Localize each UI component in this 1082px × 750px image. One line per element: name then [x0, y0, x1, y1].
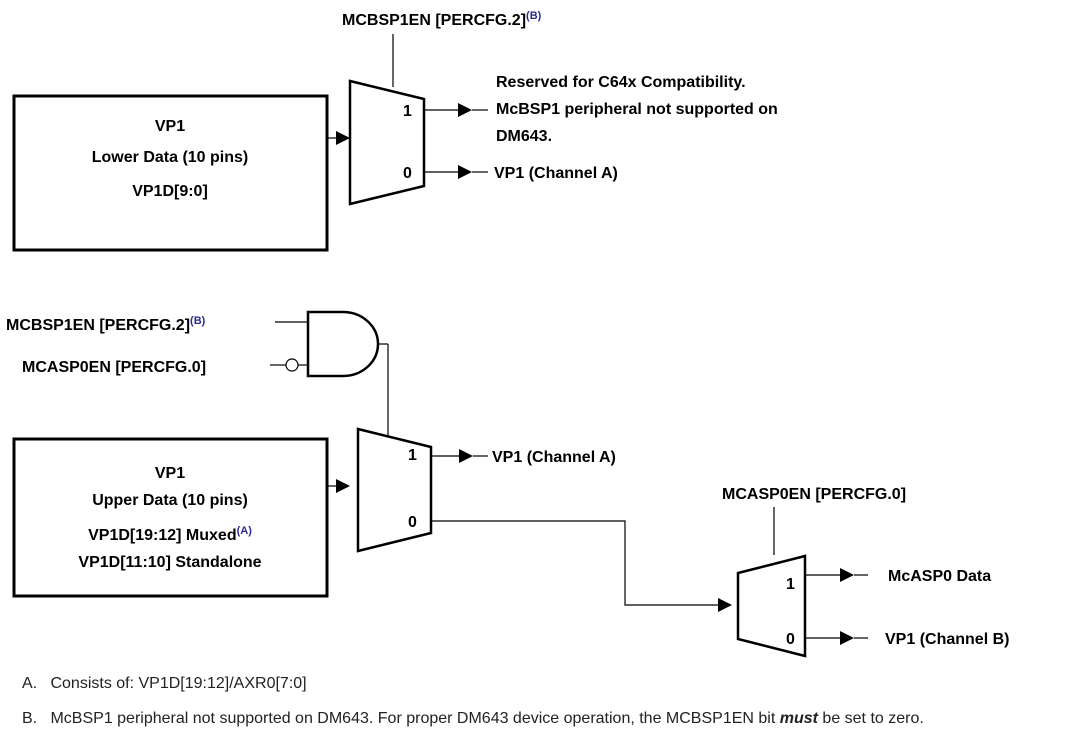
mux2-in1-label: 1: [408, 447, 417, 464]
vp1-lower-data-block: [12, 94, 329, 252]
box2-title: VP1: [155, 465, 185, 482]
out1-channel-a: VP1 (Channel A): [494, 165, 618, 182]
note-b-text-pre: McBSP1 peripheral not supported on DM643…: [50, 710, 780, 727]
out2-channel-a: VP1 (Channel A): [492, 449, 616, 466]
mux1: [348, 79, 426, 206]
box1-line1: Lower Data (10 pins): [92, 149, 248, 166]
out1-reserved-line1: Reserved for C64x Compatibility.: [496, 74, 746, 91]
vp1-upper-data-block: [12, 437, 329, 598]
mux1-in0-label: 0: [403, 165, 412, 182]
out3-mcasp0-data: McASP0 Data: [888, 568, 991, 585]
out1-reserved-line3: DM643.: [496, 128, 552, 145]
mux1-in1-label: 1: [403, 103, 412, 120]
note-a-marker: A.: [22, 675, 38, 692]
mux1-out1-arrow: [458, 103, 472, 117]
box2-line1: Upper Data (10 pins): [92, 492, 248, 509]
box1-to-mux1-arrow: [336, 131, 350, 145]
gate-input-b-label: MCASP0EN [PERCFG.0]: [22, 359, 206, 376]
box1-title: VP1: [155, 118, 185, 135]
mux2-to-mux3-wire: [431, 520, 718, 606]
mux3-out0-arrow: [840, 631, 854, 645]
mux3-in0-label: 0: [786, 631, 795, 648]
mux2-to-mux3-arrow: [718, 598, 732, 612]
box2-line3: VP1D[11:10] Standalone: [78, 554, 261, 571]
box1-line2: VP1D[9:0]: [132, 183, 208, 200]
mux2-out1-arrow: [459, 449, 473, 463]
mux2-in0-label: 0: [408, 514, 417, 531]
out3-channel-b: VP1 (Channel B): [885, 631, 1009, 648]
out1-reserved-line2: McBSP1 peripheral not supported on: [496, 101, 778, 118]
note-b-emphasis: must: [779, 710, 818, 727]
mux3-out1-arrow: [840, 568, 854, 582]
top-select-label: MCBSP1EN [PERCFG.2](B): [342, 10, 542, 29]
box2-line2: VP1D[19:12] Muxed(A): [88, 525, 252, 544]
gate-inversion-bubble: [285, 358, 299, 372]
mux3-select-label: MCASP0EN [PERCFG.0]: [722, 486, 906, 503]
mux1-out0-arrow: [458, 165, 472, 179]
note-a: A. Consists of: VP1D[19:12]/AXR0[7:0]: [22, 674, 307, 694]
note-b-marker: B.: [22, 710, 38, 727]
mux3: [736, 554, 807, 658]
gate-input-a-label: MCBSP1EN [PERCFG.2](B): [6, 315, 206, 334]
mux3-in1-label: 1: [786, 576, 795, 593]
note-b-text-post: be set to zero.: [817, 710, 924, 727]
note-b: B. McBSP1 peripheral not supported on DM…: [22, 709, 1072, 729]
mux2: [356, 427, 433, 553]
note-a-text: Consists of: VP1D[19:12]/AXR0[7:0]: [50, 675, 307, 692]
and-gate: [306, 310, 380, 378]
box2-to-mux2-arrow: [336, 479, 350, 493]
